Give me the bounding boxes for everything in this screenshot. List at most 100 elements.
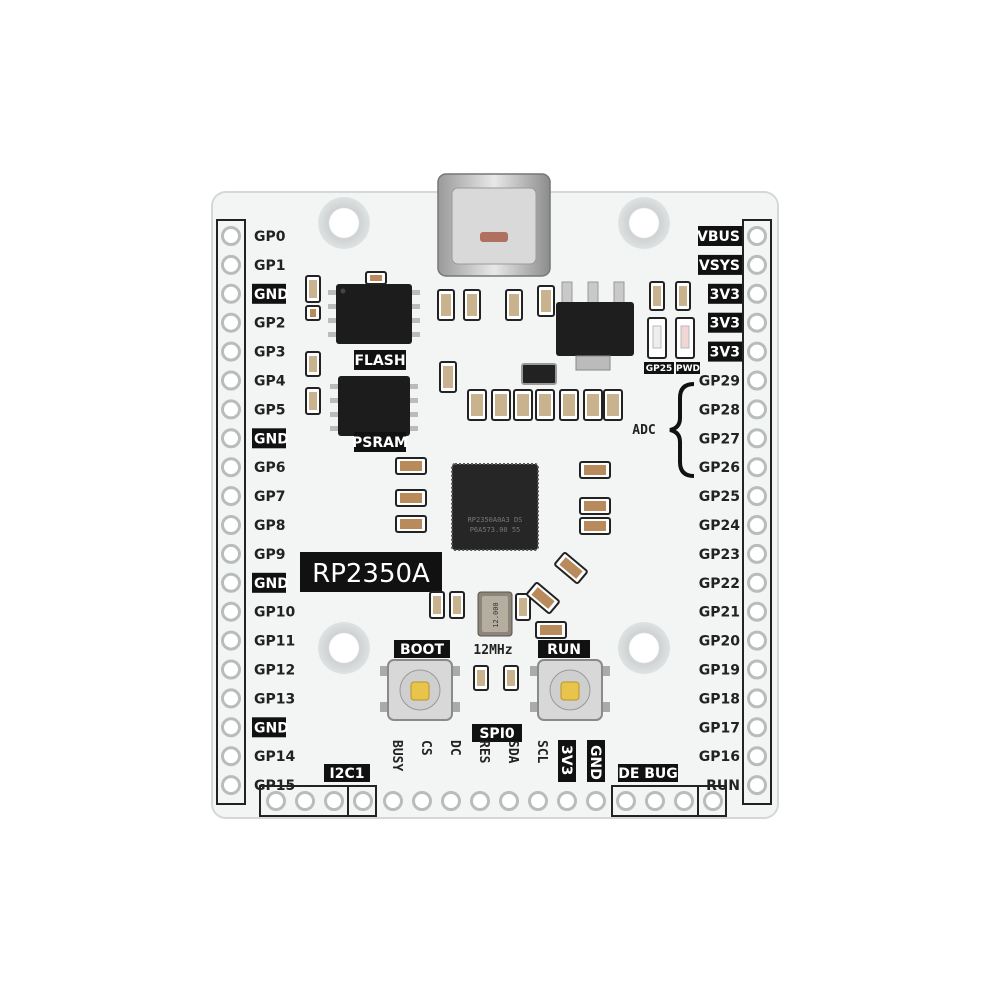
left-pin-hole (221, 775, 241, 796)
i2c-label: I2C1 (330, 766, 365, 782)
right-pin-hole (747, 399, 767, 420)
spi-pin-label: SDA (505, 740, 520, 764)
right-pin-label: GP25 (699, 489, 740, 505)
right-pin-label: GP26 (699, 460, 740, 476)
right-pin-label: VBUS (697, 229, 740, 245)
right-pin-label: GP23 (699, 547, 740, 563)
right-pin-label: GP22 (699, 576, 740, 592)
spi-pin-label: CS (418, 740, 433, 756)
right-pin-hole (747, 226, 767, 246)
left-pin-label: GP7 (254, 489, 286, 505)
right-header-outline (742, 219, 772, 805)
left-pin-hole (221, 370, 241, 391)
left-pin-label: GND (254, 720, 289, 736)
right-pin-hole (747, 543, 767, 564)
chip-marking-1: RP2350A0A3 DS (468, 516, 523, 524)
left-pin-hole (221, 457, 241, 478)
left-pin-hole (221, 486, 241, 507)
bottom-pin-hole (616, 791, 636, 811)
right-pin-hole (747, 515, 767, 535)
left-header-outline (216, 219, 246, 805)
right-pin-hole (747, 486, 767, 507)
bottom-pin-hole (353, 791, 373, 811)
left-pin-hole (221, 572, 241, 593)
right-pin-hole (747, 457, 767, 478)
left-pin-label: GND (254, 287, 289, 303)
crystal-oscillator: 12.000 12MHz (473, 591, 513, 658)
mounting-hole (318, 622, 370, 674)
right-pin-hole (747, 659, 767, 680)
crystal-marking: 12.000 (492, 602, 500, 627)
spi-label: SPI0 (479, 726, 515, 742)
left-pin-label: GP5 (254, 402, 286, 418)
run-button-label: RUN (547, 642, 581, 658)
chip-marking-2: P6A573.00 55 (470, 526, 521, 534)
left-pin-hole (221, 283, 241, 304)
left-pin-label: GP14 (254, 749, 295, 765)
left-pin-hole (221, 746, 241, 767)
right-pin-label: GP29 (699, 374, 740, 390)
spi-pin-label: RES (476, 740, 491, 764)
debug-label: DE BUG (618, 766, 678, 782)
right-pin-hole (747, 688, 767, 709)
left-pin-label: GP4 (254, 374, 286, 390)
right-pin-label: GP28 (699, 402, 740, 418)
left-pin-hole (221, 226, 241, 246)
right-pin-label: GP27 (699, 431, 740, 447)
bottom-pin-header (259, 785, 727, 817)
chip-name-label: RP2350A (312, 559, 430, 589)
left-pin-label: GP11 (254, 634, 295, 650)
right-pin-hole (747, 283, 767, 304)
left-pin-hole (221, 630, 241, 651)
spi-pin-label: DC (447, 740, 462, 756)
voltage-regulator (556, 281, 634, 371)
right-pin-label: GP17 (699, 720, 740, 736)
left-pin-hole (221, 312, 241, 333)
flash-label: FLASH (354, 353, 405, 369)
right-pin-label: 3V3 (710, 316, 740, 332)
left-pin-hole (221, 688, 241, 709)
left-pin-hole (221, 543, 241, 564)
mounting-hole (618, 197, 670, 249)
right-pin-header: VBUSVSYS3V33V33V3GP29GP28GP27GP26GP25GP2… (697, 226, 767, 796)
right-pin-hole (747, 341, 767, 362)
right-pin-label: GP24 (699, 518, 740, 534)
adc-label: ADC (632, 423, 655, 438)
boot-button[interactable]: BOOT (380, 640, 460, 721)
usb-c-connector (437, 173, 551, 277)
adc-bracket: ADC (632, 382, 695, 478)
left-pin-label: GP12 (254, 663, 295, 679)
right-pin-label: GP18 (699, 691, 740, 707)
left-pin-hole (221, 428, 241, 449)
right-pin-hole (747, 775, 767, 796)
right-pin-hole (747, 572, 767, 593)
left-pin-label: GND (254, 431, 289, 447)
passive-components (305, 271, 691, 691)
mounting-hole (318, 197, 370, 249)
left-pin-hole (221, 717, 241, 738)
run-button[interactable]: RUN (530, 640, 610, 721)
flash-chip: FLASH (328, 284, 420, 370)
right-pin-hole (747, 601, 767, 622)
chip-name-badge: RP2350A (300, 552, 442, 592)
transistor (521, 363, 557, 385)
left-pin-label: GP10 (254, 605, 295, 621)
psram-label: PSRAM (352, 435, 408, 451)
bottom-pin-hole (499, 791, 519, 811)
left-pin-hole (221, 659, 241, 680)
right-pin-hole (747, 312, 767, 333)
bottom-pin-hole (557, 791, 577, 811)
left-pin-hole (221, 341, 241, 362)
bottom-pin-hole (645, 791, 665, 811)
left-pin-label: GP2 (254, 316, 286, 332)
right-pin-label: GP16 (699, 749, 740, 765)
power-pin-label: GND (587, 745, 603, 780)
bottom-pin-hole (674, 791, 694, 811)
left-pin-label: GP3 (254, 345, 286, 361)
left-pin-label: GP13 (254, 691, 295, 707)
right-pin-hole (747, 254, 767, 275)
led-label-gp25: GP25 (646, 364, 673, 374)
left-pin-hole (221, 399, 241, 420)
